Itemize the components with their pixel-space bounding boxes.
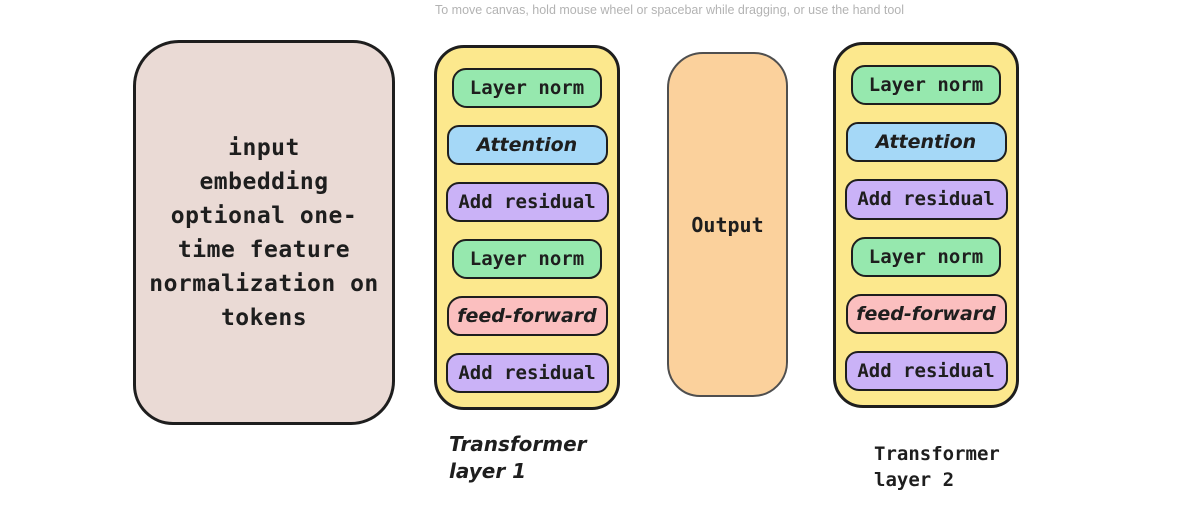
block-layer-norm[interactable]: Layer norm — [851, 65, 1001, 106]
block-add-residual[interactable]: Add residual — [445, 353, 609, 393]
input-embedding-box[interactable]: input embedding optional one- time featu… — [133, 40, 395, 425]
transformer-layer-1-box[interactable]: Layer norm Attention Add residual Layer … — [434, 45, 620, 410]
output-box[interactable]: Output — [667, 52, 788, 397]
block-add-residual[interactable]: Add residual — [445, 182, 609, 222]
input-embedding-label: input embedding optional one- time featu… — [149, 134, 379, 331]
canvas-hint: To move canvas, hold mouse wheel or spac… — [435, 3, 905, 17]
block-add-residual[interactable]: Add residual — [844, 350, 1008, 392]
transformer-layer-1-caption[interactable]: Transformer layer 1 — [449, 432, 587, 483]
block-feed-forward[interactable]: feed-forward — [446, 296, 608, 336]
output-label: Output — [691, 212, 764, 237]
block-feed-forward[interactable]: feed-forward — [845, 293, 1007, 334]
block-layer-norm[interactable]: Layer norm — [452, 239, 602, 279]
block-layer-norm[interactable]: Layer norm — [851, 236, 1001, 277]
transformer-layer-2-box[interactable]: Layer norm Attention Add residual Layer … — [833, 42, 1019, 408]
block-attention[interactable]: Attention — [446, 125, 608, 165]
block-attention[interactable]: Attention — [845, 122, 1007, 163]
block-layer-norm[interactable]: Layer norm — [452, 68, 602, 108]
block-add-residual[interactable]: Add residual — [844, 179, 1008, 220]
transformer-layer-2-caption[interactable]: Transformer layer 2 — [874, 443, 1000, 491]
